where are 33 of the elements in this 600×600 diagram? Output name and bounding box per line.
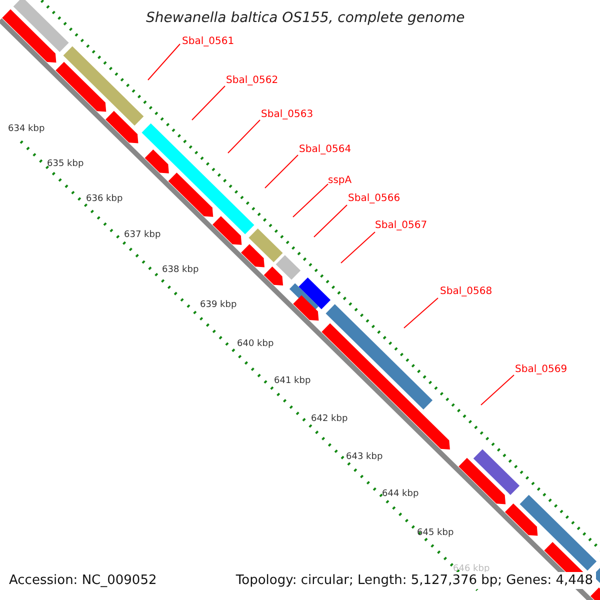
genome-stats-text: Topology: circular; Length: 5,127,376 bp; Genes: 4,448	[232, 572, 596, 589]
leader-line	[292, 184, 328, 218]
leader-line	[148, 44, 180, 80]
scale-label: 642 kbp	[311, 414, 348, 424]
gene-label: Sbal_0566	[348, 193, 400, 204]
gene-label: Sbal_0561	[182, 36, 234, 47]
gene-label: Sbal_0568	[440, 286, 492, 297]
scale-label: 639 kbp	[200, 300, 237, 310]
scale-label: 634 kbp	[8, 124, 45, 134]
scale-label: 640 kbp	[237, 339, 274, 349]
gene-label: Sbal_0567	[375, 220, 428, 231]
leader-line	[314, 204, 348, 238]
gene-label: Sbal_0562	[226, 75, 278, 86]
leader-line	[404, 298, 438, 328]
gene-label: Sbal_0563	[261, 109, 314, 120]
scale-label: 638 kbp	[162, 265, 199, 275]
gene-label: Sbal_0569	[515, 364, 568, 375]
scale-label: 635 kbp	[47, 159, 84, 169]
leader-line	[228, 120, 260, 154]
gene-label: sspA	[328, 175, 352, 186]
scale-label: 643 kbp	[346, 452, 383, 462]
scale-label: 644 kbp	[382, 489, 419, 499]
leader-line	[264, 154, 298, 188]
scale-label: 646 kbp	[453, 564, 490, 574]
gene-label: Sbal_0564	[299, 144, 352, 155]
scale-label: 645 kbp	[417, 528, 454, 538]
scale-label: 637 kbp	[124, 230, 161, 240]
leader-line	[192, 86, 226, 120]
leader-line	[480, 374, 514, 406]
leader-line	[340, 232, 376, 264]
map-title: Shewanella baltica OS155, complete genome	[146, 10, 465, 26]
scale-label: 641 kbp	[274, 376, 311, 386]
scale-label: 636 kbp	[86, 194, 123, 204]
